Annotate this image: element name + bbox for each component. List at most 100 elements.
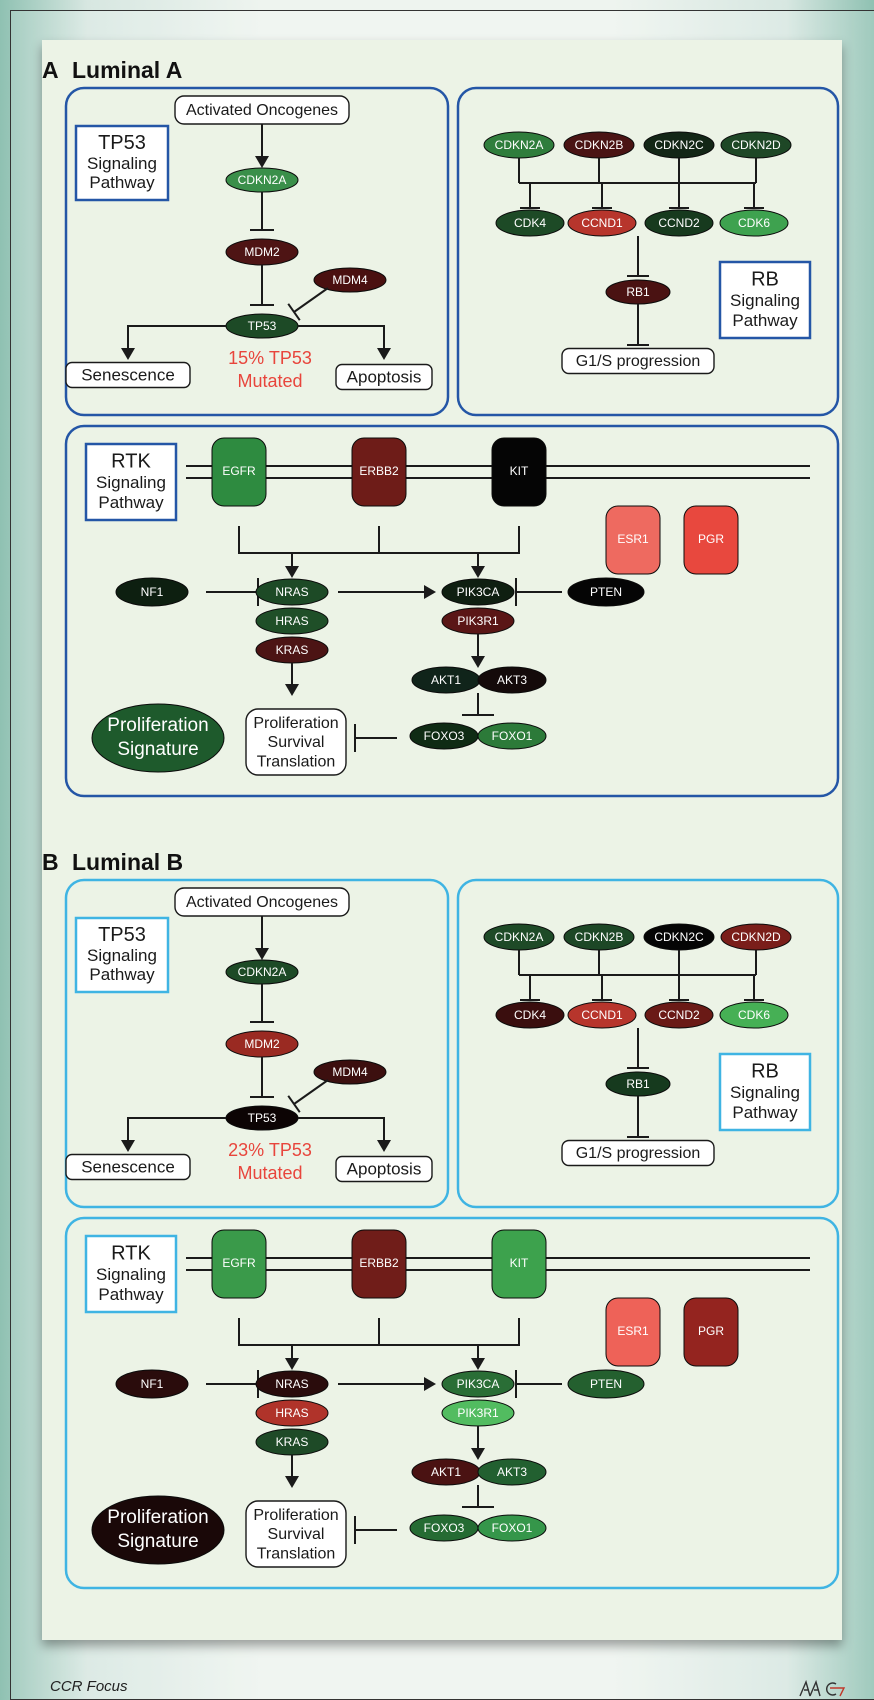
to-pi3k-arrow [471,553,485,578]
receptor-kit-label: KIT [510,464,529,478]
rb-pathway-label-line: RB [751,269,779,291]
g1s-progression-box: G1/S progression [561,1139,715,1167]
esr1-receptor-shape [605,505,661,575]
hras-node: HRAS [255,1399,329,1427]
rb-bottom-node-cdk4: CDK4 [495,1001,565,1029]
tp53-mutated-label: Mutated [237,371,302,391]
rb-bottom-node-ccnd1-shape [567,209,637,237]
proliferation-survival-translation-line: Survival [268,1526,325,1543]
rb-bottom-node-cdk4-label: CDK4 [514,216,546,230]
tp53-to-senescence-line [127,325,226,350]
rb-top-node-cdkn2b-label: CDKN2B [575,138,624,152]
nras-node-label: NRAS [275,1377,308,1391]
receptor-egfr-label: EGFR [222,1256,256,1270]
apoptosis-box: Apoptosis [335,1155,433,1183]
senescence-box-box [65,361,191,389]
proliferation-signature-shape [91,703,225,773]
foxo1-node-shape [477,722,547,750]
rb-bottom-node-cdk4-shape [495,209,565,237]
tp53-panel-border [64,86,450,417]
ras-to-outcome-arrow [285,663,299,696]
akt3-node-label: AKT3 [497,673,527,687]
pik3ca-node-label: PIK3CA [457,1377,500,1391]
pgr-receptor-shape [683,1297,739,1367]
pgr-receptor-shape [683,505,739,575]
receptor-erbb2: ERBB2 [351,1229,407,1299]
foxo-inhibits-proliferation [354,1516,397,1544]
proliferation-signature-line: Signature [117,1531,198,1552]
rtk-pathway-label-line: Signaling [96,1265,166,1284]
cdkn2a-node: CDKN2A [225,959,299,985]
foxo1-node: FOXO1 [477,1514,547,1542]
pten-node-label: PTEN [590,585,622,599]
rb-inhibition-2 [669,975,689,1001]
nf1-inhibits-nras [206,1370,259,1398]
receptor-egfr: EGFR [211,1229,267,1299]
ras-to-pi3k-arrow [338,585,436,599]
tp53-pathway-label-box [74,916,170,994]
arrow-head [285,566,299,578]
rb-top-node-cdkn2d-label: CDKN2D [731,930,781,944]
proliferation-survival-translation-box [245,1500,347,1568]
tp53-panel-border [64,878,450,1209]
senescence-box-line: Senescence [81,1157,175,1176]
activated-oncogenes: Activated Oncogenes [174,95,350,125]
pten-inhibits-pi3k [515,578,562,606]
arrow-head [471,656,485,668]
rb-top-node-cdkn2a: CDKN2A [483,131,555,159]
rb1-node-label: RB1 [626,285,650,299]
kras-node: KRAS [255,636,329,664]
rtk-pathway-label-line: Pathway [98,493,164,512]
rb-bottom-node-ccnd2-label: CCND2 [658,216,700,230]
rb-bottom-node-cdk6-shape [719,1001,789,1029]
nras-node-shape [255,578,329,606]
foxo1-node-label: FOXO1 [492,729,533,743]
pten-node: PTEN [567,1369,645,1399]
receptor-kit: KIT [491,437,547,507]
arrow-head [471,1358,485,1370]
nf1-node-label: NF1 [141,1377,164,1391]
pik3ca-node: PIK3CA [441,1370,515,1398]
foxo-inhibits-proliferation [354,724,397,752]
receptor-kit-shape [491,437,547,507]
nras-node: NRAS [255,578,329,606]
akt1-node-label: AKT1 [431,1465,461,1479]
mdm4-node-shape [313,1059,387,1085]
tp53-pathway-label-line: TP53 [98,132,146,154]
rtk-pathway-label-box [84,1234,178,1314]
senescence-arrow-head [121,348,135,360]
activated-oncogenes-line: Activated Oncogenes [186,894,338,911]
g1s-progression-box: G1/S progression [561,347,715,375]
rb-bottom-node-cdk6: CDK6 [719,1001,789,1029]
rb-bottom-node-ccnd2-label: CCND2 [658,1008,700,1022]
akt-inhibits-foxo [462,693,494,716]
receptor-kit-shape [491,1229,547,1299]
pik3ca-node-shape [441,578,515,606]
rb-bottom-node-ccnd1: CCND1 [567,1001,637,1029]
rtk-pathway-label-line: RTK [111,1243,151,1265]
rb-top-node-cdkn2d: CDKN2D [720,923,792,951]
pgr-receptor-label: PGR [698,1324,724,1338]
pik3r1-node-label: PIK3R1 [457,1406,499,1420]
pik3ca-node-shape [441,1370,515,1398]
rb-pathway-label-line: Pathway [732,311,798,330]
tp53-pathway-label-line: Signaling [87,154,157,173]
rb-bottom-node-ccnd1: CCND1 [567,209,637,237]
rb-bottom-node-ccnd2-shape [644,1001,714,1029]
to-ras-arrow [285,553,299,578]
arrow-head [255,156,269,168]
cdkn2a-node-label: CDKN2A [238,965,287,979]
pik3r1-node: PIK3R1 [441,607,515,635]
tp53-node: TP53 [225,313,299,339]
tp53-mutated-label: Mutated [237,1163,302,1183]
